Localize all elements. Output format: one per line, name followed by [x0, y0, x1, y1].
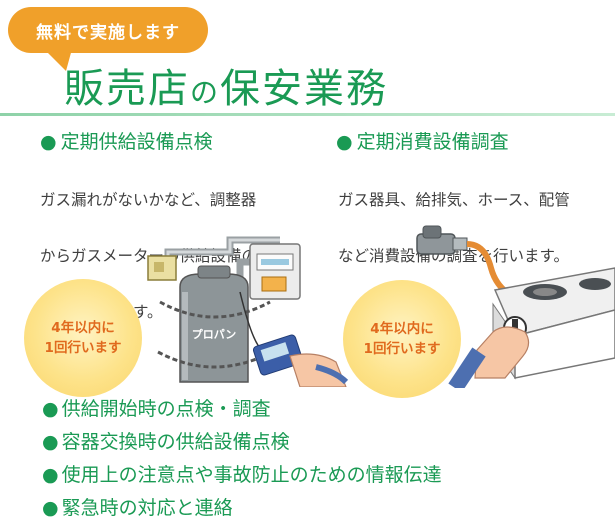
right-line-2: など消費設備の調査を行います。 [338, 247, 569, 265]
list-item: ●容器交換時の供給設備点検 [42, 426, 442, 459]
bullet-dot: ● [42, 497, 59, 519]
left-badge-line-2: 1回行います [44, 340, 122, 356]
list-item-text: 使用上の注意点や事故防止のための情報伝達 [61, 464, 442, 486]
free-service-text: 無料で実施します [36, 22, 180, 43]
title-main: 販売店 [64, 66, 190, 112]
left-badge-line-1: 4年以内に [51, 320, 115, 336]
title-particle: の [190, 76, 221, 109]
free-service-bubble: 無料で実施します [8, 7, 208, 53]
list-item: ●使用上の注意点や事故防止のための情報伝達 [42, 459, 442, 492]
service-list: ●供給開始時の点検・調査 ●容器交換時の供給設備点検 ●使用上の注意点や事故防止… [42, 393, 442, 525]
bullet-dot: ● [336, 131, 353, 153]
right-heading-text: 定期消費設備調査 [356, 131, 509, 153]
left-line-1: ガス漏れがないかなど、調整器 [40, 191, 257, 209]
bullet-dot: ● [40, 131, 57, 153]
right-badge-line-1: 4年以内に [370, 321, 434, 337]
right-badge-line-2: 1回行います [363, 341, 441, 357]
list-item: ●緊急時の対応と連絡 [42, 492, 442, 525]
list-item: ●供給開始時の点検・調査 [42, 393, 442, 426]
bullet-dot: ● [42, 464, 59, 486]
bullet-dot: ● [42, 398, 59, 420]
gas-appliance-illustration [416, 225, 615, 388]
right-line-1: ガス器具、給排気、ホース、配管 [338, 191, 570, 209]
right-heading: ●定期消費設備調査 [336, 127, 509, 154]
list-item-text: 緊急時の対応と連絡 [61, 497, 233, 519]
page-title: 販売店の保安業務 [64, 56, 388, 114]
gas-supply-illustration: プロパン [147, 236, 349, 387]
title-rest: 保安業務 [220, 66, 389, 112]
left-heading-text: 定期供給設備点検 [60, 131, 213, 153]
right-description: ガス器具、給排気、ホース、配管 など消費設備の調査を行います。 [338, 158, 570, 298]
list-item-text: 供給開始時の点検・調査 [61, 398, 271, 420]
left-heading: ●定期供給設備点検 [40, 127, 213, 154]
list-item-text: 容器交換時の供給設備点検 [61, 431, 290, 453]
right-frequency-badge: 4年以内に 1回行います [343, 280, 461, 398]
cylinder-label: プロパン [192, 327, 237, 341]
bullet-dot: ● [42, 431, 59, 453]
left-frequency-badge: 4年以内に 1回行います [24, 279, 142, 397]
title-underline [0, 113, 615, 116]
